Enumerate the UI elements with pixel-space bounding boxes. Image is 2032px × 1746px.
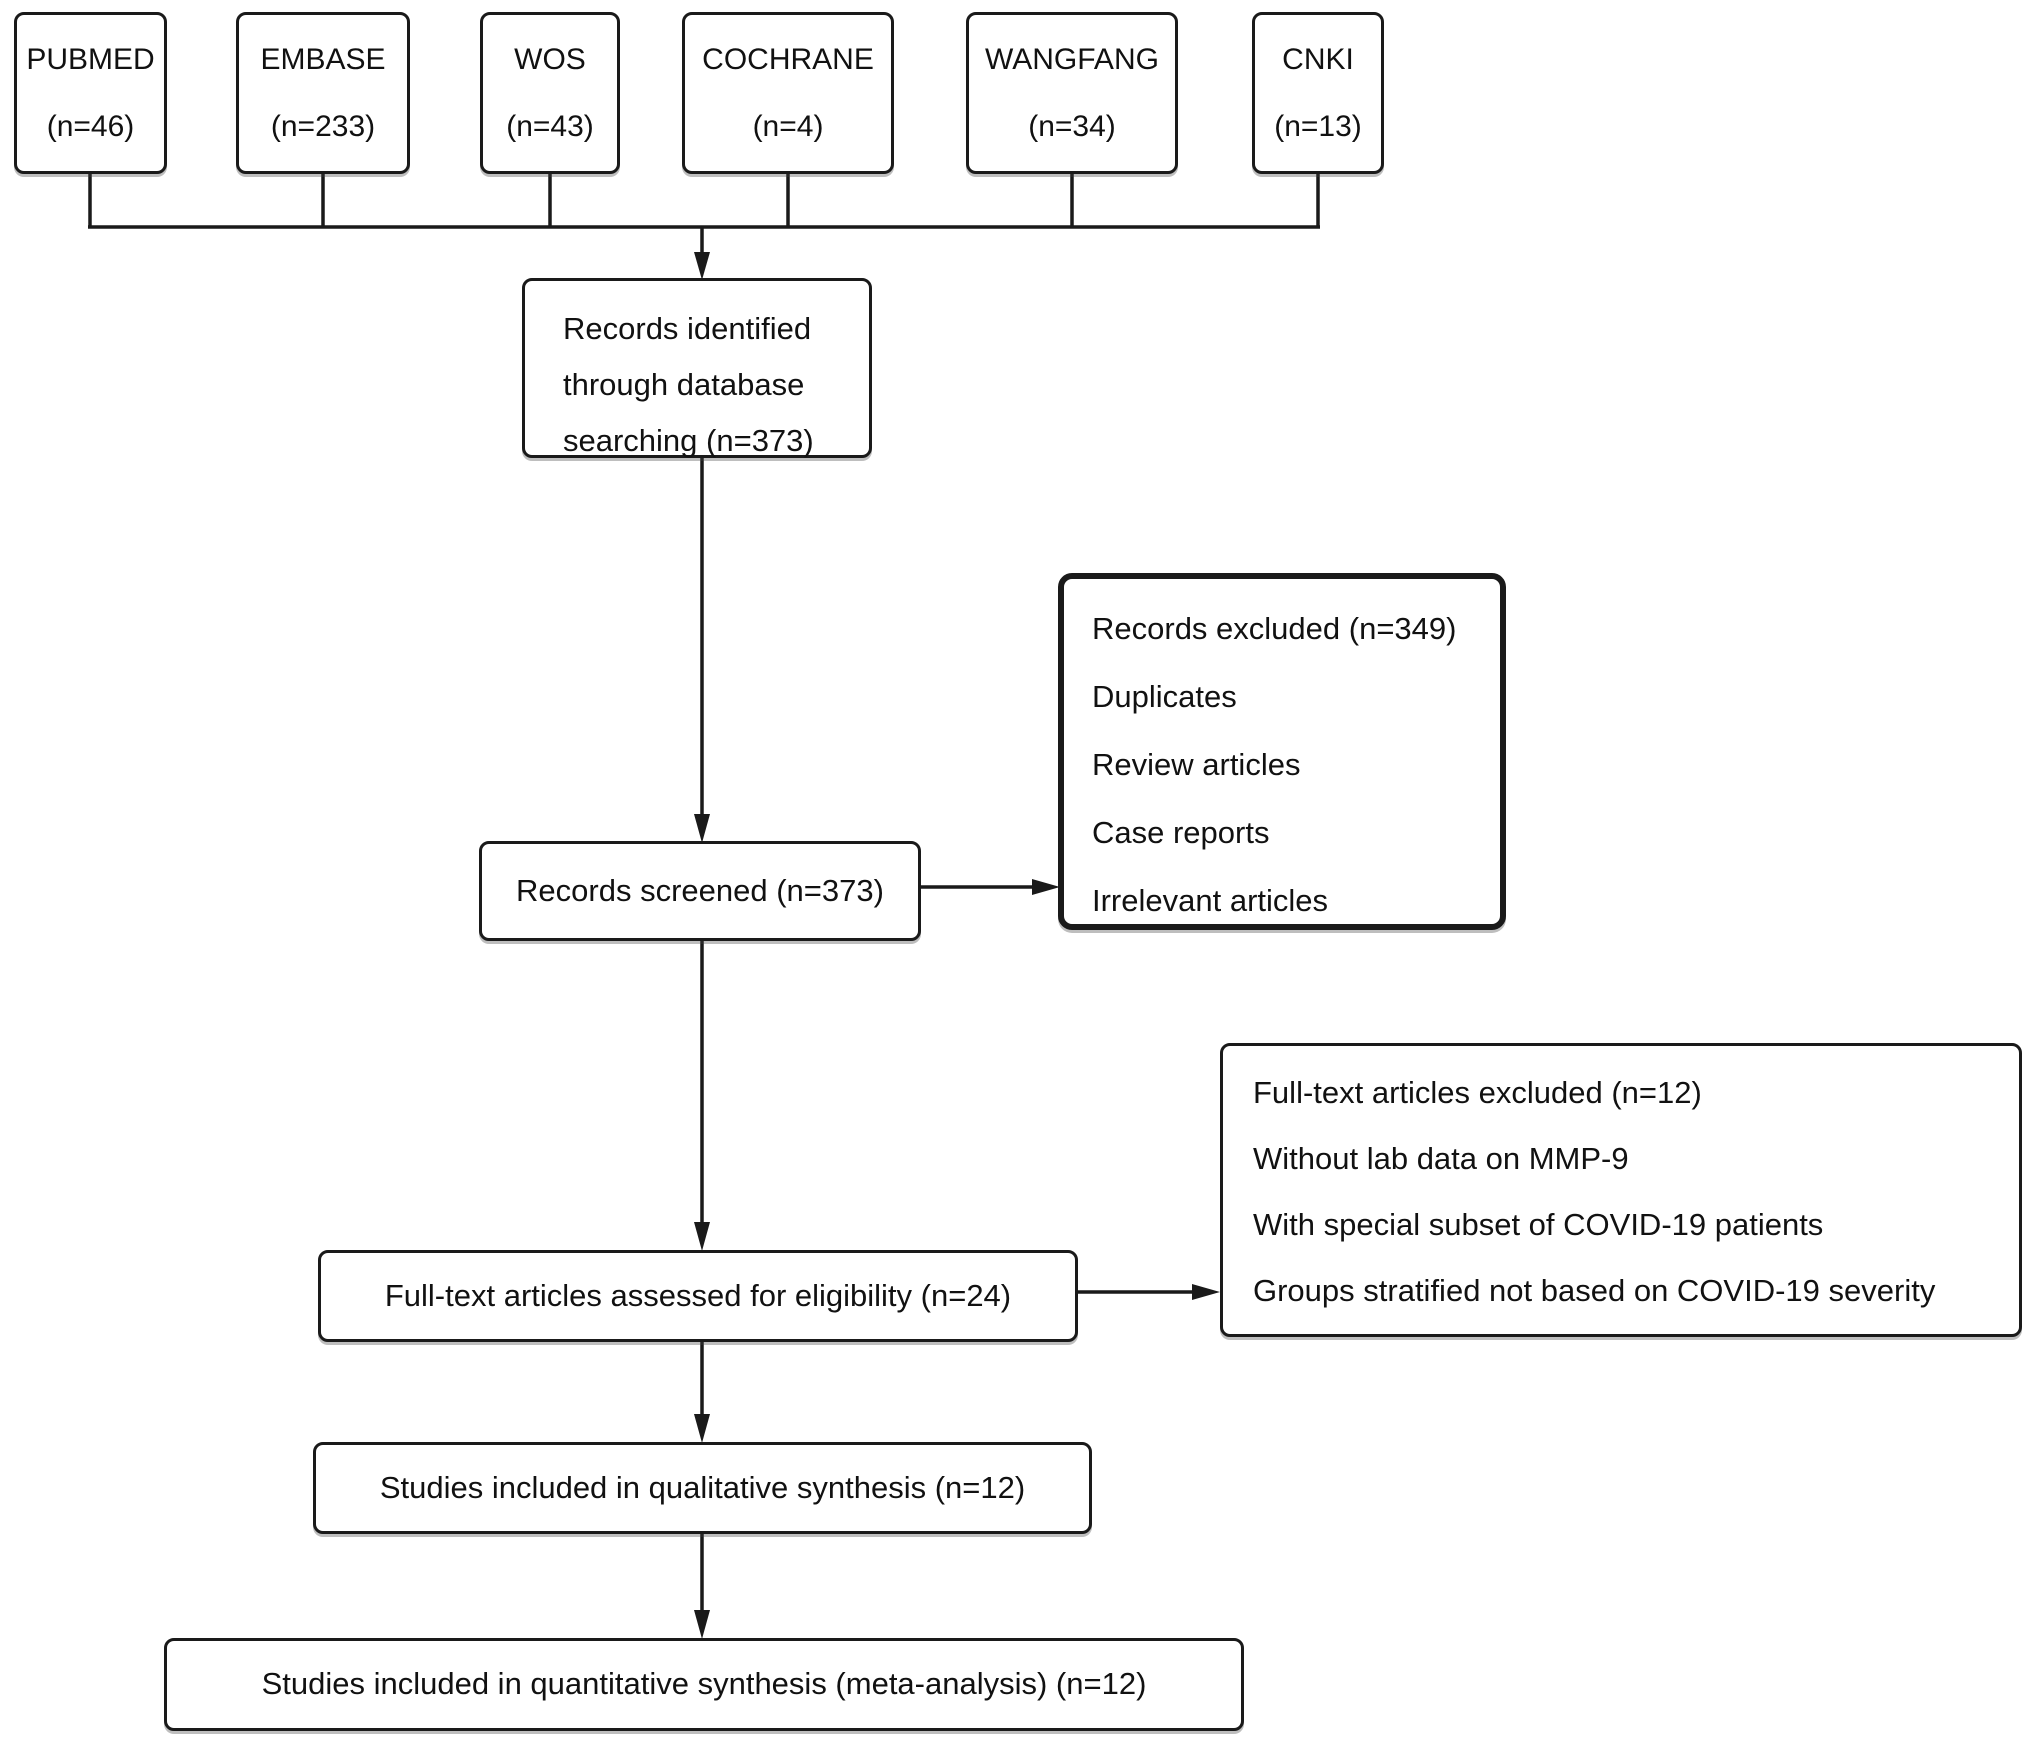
source-name: EMBASE bbox=[260, 42, 386, 76]
records-excluded-box: Records excluded (n=349) Duplicates Revi… bbox=[1058, 573, 1506, 930]
source-count: (n=46) bbox=[46, 110, 135, 143]
qualitative-synthesis-label: Studies included in qualitative synthesi… bbox=[379, 1469, 1026, 1505]
source-count: (n=13) bbox=[1274, 110, 1362, 143]
quantitative-synthesis-box: Studies included in quantitative synthes… bbox=[164, 1638, 1244, 1731]
source-count: (n=43) bbox=[506, 110, 594, 143]
records-identified-box: Records identified through database sear… bbox=[522, 278, 872, 458]
source-count: (n=4) bbox=[752, 110, 824, 143]
arrowhead-into-fulltext-excluded bbox=[1192, 1284, 1220, 1300]
arrowhead-into-identified bbox=[694, 252, 710, 280]
source-box-pubmed: PUBMED (n=46) bbox=[14, 12, 167, 174]
fulltext-excluded-reason: With special subset of COVID-19 patients bbox=[1253, 1207, 1824, 1242]
arrowhead-into-qualitative bbox=[694, 1414, 710, 1443]
source-box-cnki: CNKI (n=13) bbox=[1252, 12, 1384, 174]
records-identified-line: Records identified bbox=[563, 311, 812, 346]
source-connector-comb bbox=[88, 174, 1320, 258]
source-box-wos: WOS (n=43) bbox=[480, 12, 620, 174]
arrowhead-into-screened bbox=[694, 814, 710, 843]
records-screened-label: Records screened (n=373) bbox=[516, 872, 884, 908]
quantitative-synthesis-label: Studies included in quantitative synthes… bbox=[261, 1666, 1147, 1702]
source-name: PUBMED bbox=[26, 42, 155, 76]
records-excluded-reason: Case reports bbox=[1092, 815, 1270, 850]
records-excluded-title: Records excluded (n=349) bbox=[1092, 611, 1457, 646]
arrowhead-into-assessed bbox=[694, 1222, 710, 1251]
fulltext-excluded-title: Full-text articles excluded (n=12) bbox=[1253, 1075, 1702, 1110]
fulltext-excluded-reason: Groups stratified not based on COVID-19 … bbox=[1253, 1273, 1936, 1308]
arrowhead-into-quantitative bbox=[694, 1610, 710, 1639]
records-excluded-reason: Irrelevant articles bbox=[1092, 883, 1329, 918]
fulltext-assessed-box: Full-text articles assessed for eligibil… bbox=[318, 1250, 1078, 1342]
records-excluded-reason: Duplicates bbox=[1092, 679, 1237, 714]
source-name: WANGFANG bbox=[985, 42, 1159, 76]
qualitative-synthesis-box: Studies included in qualitative synthesi… bbox=[313, 1442, 1092, 1534]
records-screened-box: Records screened (n=373) bbox=[479, 841, 921, 941]
records-identified-line: searching (n=373) bbox=[563, 423, 814, 458]
source-box-cochrane: COCHRANE (n=4) bbox=[682, 12, 894, 174]
fulltext-excluded-box: Full-text articles excluded (n=12) Witho… bbox=[1220, 1043, 2022, 1337]
source-box-embase: EMBASE (n=233) bbox=[236, 12, 410, 174]
fulltext-excluded-reason: Without lab data on MMP-9 bbox=[1253, 1141, 1629, 1176]
arrowhead-into-records-excluded bbox=[1032, 879, 1060, 895]
source-name: CNKI bbox=[1282, 42, 1354, 76]
records-excluded-reason: Review articles bbox=[1092, 747, 1301, 782]
source-name: WOS bbox=[514, 42, 586, 76]
source-box-wangfang: WANGFANG (n=34) bbox=[966, 12, 1178, 174]
fulltext-assessed-label: Full-text articles assessed for eligibil… bbox=[384, 1277, 1012, 1313]
source-count: (n=233) bbox=[270, 110, 376, 143]
records-identified-line: through database bbox=[563, 367, 805, 402]
source-count: (n=34) bbox=[1028, 110, 1116, 143]
source-name: COCHRANE bbox=[702, 42, 874, 76]
